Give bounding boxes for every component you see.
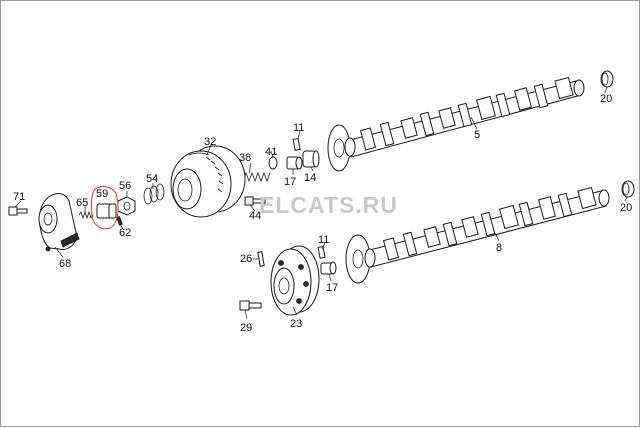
callout-41: 41 [265, 146, 277, 158]
callout-65: 65 [76, 197, 88, 209]
end-plug-upper-detail [601, 72, 609, 86]
callout-71: 71 [13, 191, 25, 203]
callout-62: 62 [119, 227, 131, 239]
leader-lines [14, 86, 628, 320]
bushing-59[interactable] [96, 203, 117, 219]
callout-11-lower: 11 [318, 234, 329, 246]
washer-41[interactable] [268, 156, 278, 170]
sprocket-32[interactable] [170, 145, 246, 218]
bolt-71[interactable] [8, 206, 28, 216]
bolt-29[interactable] [239, 300, 262, 311]
adjuster-68[interactable] [38, 193, 80, 252]
bolt-44[interactable] [244, 196, 266, 206]
sleeve-14[interactable] [302, 150, 320, 168]
bushing-lower[interactable] [320, 261, 337, 275]
highlight-circle [90, 186, 119, 230]
end-plug-lower[interactable] [621, 180, 635, 198]
sprocket-23[interactable] [270, 245, 320, 316]
callout-8: 8 [496, 242, 502, 254]
dowel-pin-upper[interactable] [292, 137, 301, 151]
callout-56: 56 [119, 180, 131, 192]
callout-20-lower: 20 [620, 202, 632, 214]
camshaft-upper[interactable] [327, 76, 585, 172]
end-plug-lower-detail [622, 182, 630, 196]
callout-29: 29 [240, 322, 252, 334]
callout-26: 26 [240, 253, 252, 265]
bushing-upper[interactable] [286, 156, 303, 170]
end-plug-upper[interactable] [600, 70, 614, 88]
pin-26[interactable] [257, 251, 265, 267]
callout-17-lower: 17 [326, 282, 338, 294]
spring-38[interactable] [242, 171, 271, 183]
callout-20-upper: 20 [600, 93, 612, 105]
callout-11-upper: 11 [293, 122, 304, 134]
watermark-text: ELCATS.RU [259, 192, 398, 218]
callout-68: 68 [59, 258, 71, 270]
snap-ring-54[interactable] [143, 183, 165, 205]
callout-38: 38 [239, 152, 251, 164]
callout-54: 54 [146, 173, 158, 185]
callout-32: 32 [204, 136, 216, 148]
callout-59: 59 [96, 188, 108, 200]
callout-17-upper: 17 [284, 176, 296, 188]
callout-23: 23 [290, 318, 302, 330]
callout-14: 14 [304, 172, 316, 184]
callout-44: 44 [249, 210, 261, 222]
dowel-pin-lower[interactable] [317, 245, 326, 259]
nut-56[interactable] [117, 196, 136, 216]
camshaft-lower[interactable] [345, 186, 610, 284]
callout-5: 5 [474, 129, 480, 141]
pin-62[interactable] [116, 216, 123, 226]
spring-65[interactable] [78, 210, 94, 220]
